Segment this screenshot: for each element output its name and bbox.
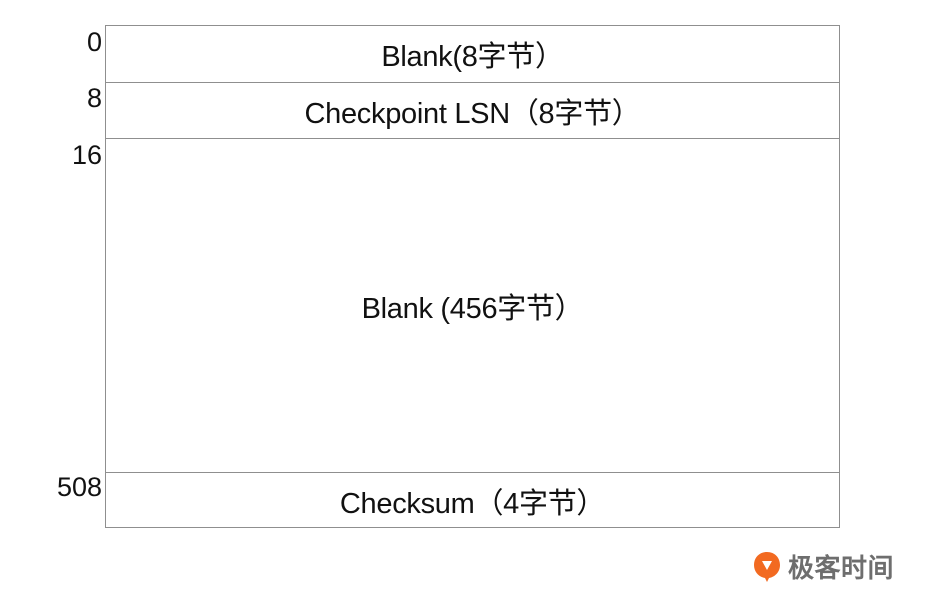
field-checksum: Checksum（4字节）	[106, 473, 839, 529]
offset-label: 8	[86, 83, 102, 113]
field-label: Blank (456字节）	[361, 292, 584, 325]
field-blank-header: Blank(8字节）	[106, 26, 839, 83]
offset-label: 0	[86, 27, 102, 57]
offset-label: 16	[71, 140, 102, 170]
geektime-logo-icon	[754, 551, 780, 582]
field-checkpoint-lsn: Checkpoint LSN（8字节）	[106, 83, 839, 139]
block-layout-diagram: Blank(8字节） Checkpoint LSN（8字节） Blank (45…	[105, 25, 840, 528]
field-label: Blank(8字节）	[381, 41, 564, 73]
watermark: 极客时间	[752, 548, 894, 585]
field-label: Checksum（4字节）	[339, 488, 606, 520]
field-label: Checkpoint LSN（8字节）	[304, 97, 641, 130]
watermark-text: 极客时间	[788, 554, 895, 584]
offset-label: 508	[56, 472, 102, 502]
field-blank-body: Blank (456字节）	[106, 139, 839, 473]
